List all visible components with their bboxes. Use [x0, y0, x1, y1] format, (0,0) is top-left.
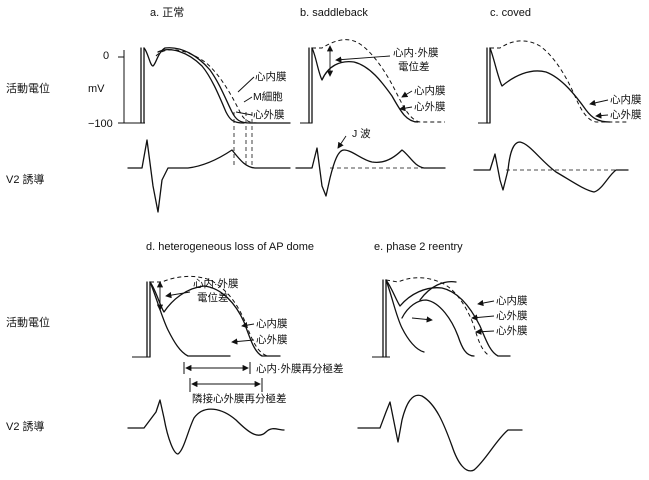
panel-e-reentry-arrow	[411, 316, 433, 323]
row-label-ap-top: 活動電位	[6, 81, 50, 95]
row-label-ap-bottom: 活動電位	[6, 315, 50, 329]
panel-d-endo-leader	[241, 322, 255, 329]
panel-b-endo-leader	[401, 90, 413, 98]
panel-d-repol-label: 心内·外膜再分極差	[256, 362, 344, 375]
panel-b-epi-leader	[399, 105, 413, 112]
panel-d-ecg-trace	[127, 399, 285, 455]
panel-a-endo-label: 心内膜	[255, 70, 287, 83]
panel-b-endo-label: 心内膜	[414, 84, 446, 97]
panel-b-jwave-label: J 波	[352, 127, 371, 140]
panel-d-endo-label: 心内膜	[256, 317, 288, 330]
panel-e-reentry-trace	[401, 299, 475, 357]
panel-b-gradient-leader	[335, 55, 391, 63]
panel-b-title: b. saddleback	[300, 7, 368, 19]
panel-b-gradient-line1: 心内·外膜	[393, 46, 439, 59]
panel-d-epi-leader	[231, 338, 255, 345]
panel-d-upstroke	[146, 281, 151, 358]
panel-a-ecg-trace	[127, 139, 291, 213]
panel-d-adjacent-ticks	[189, 378, 263, 392]
panel-a-mcell-label: M細胞	[253, 90, 283, 103]
panel-d: d. heterogeneous loss of AP dome 心内·外膜 電…	[127, 241, 344, 455]
panel-d-gradient-leader	[165, 291, 191, 299]
panel-e-reentry-hump	[419, 280, 457, 301]
panel-a-epi-trace	[157, 49, 245, 124]
row-label-v2-top: V2 誘導	[6, 172, 45, 186]
panel-a: a. 正常 0 mV −100 心内膜 M細胞 心外膜	[88, 6, 291, 213]
panel-b-ecg-trace	[295, 147, 446, 197]
panel-c-endo-trace	[490, 40, 628, 123]
panel-b-epi-trace	[311, 47, 419, 123]
panel-a-epi-label: 心外膜	[253, 109, 285, 121]
panel-a-axis	[118, 50, 130, 124]
panel-d-adjacent-label: 隣接心外膜再分極差	[192, 392, 287, 405]
panel-e-epi1-leader	[471, 314, 495, 321]
axis-unit-label: mV	[88, 83, 105, 95]
panel-b-jwave-arrow	[337, 135, 347, 149]
panel-d-endo-trace	[150, 275, 269, 357]
panel-d-title: d. heterogeneous loss of AP dome	[146, 241, 314, 253]
panel-a-leaders	[235, 76, 255, 116]
panel-e-epi2-leader	[475, 328, 495, 335]
panel-a-mcell-trace	[155, 49, 259, 124]
panel-a-drop-lines	[233, 112, 253, 168]
panel-d-epi-lost-trace	[149, 281, 231, 357]
panel-c-title: c. coved	[490, 7, 531, 19]
panel-b-epi-label: 心外膜	[414, 101, 446, 113]
panel-e-epi-dome-trace	[385, 279, 511, 357]
panel-c: c. coved 心内膜 心外膜	[473, 7, 642, 193]
panel-e-endo-leader	[477, 299, 495, 307]
panel-e: e. phase 2 reentry 心内膜 心外膜 心外膜	[357, 241, 528, 472]
panel-d-epi-label: 心外膜	[256, 334, 288, 346]
panel-a-upstroke	[140, 47, 145, 124]
panel-e-ecg-trace	[357, 394, 523, 472]
panel-e-epi-lost-trace	[385, 279, 425, 353]
panel-d-repol-ticks	[183, 362, 251, 374]
panel-d-gradient-line2: 電位差	[197, 291, 229, 304]
row-label-v2-bottom: V2 誘導	[6, 419, 45, 433]
panel-a-title: a. 正常	[150, 6, 184, 19]
panel-c-endo-leader	[589, 99, 609, 106]
axis-zero-label: 0	[103, 50, 109, 62]
panel-e-upstroke	[382, 279, 387, 358]
panel-b-gradient-line2: 電位差	[398, 60, 430, 73]
panel-e-endo-label: 心内膜	[496, 294, 528, 307]
panel-c-endo-label: 心内膜	[610, 93, 642, 106]
panel-e-endo-trace	[385, 277, 491, 357]
panel-b-upstroke	[308, 47, 313, 124]
panel-e-epi1-label: 心外膜	[496, 310, 528, 322]
axis-minus100-label: −100	[88, 118, 113, 130]
panel-c-ecg-trace	[473, 141, 629, 193]
panel-e-title: e. phase 2 reentry	[374, 241, 463, 253]
panel-c-epi-leader	[595, 112, 609, 119]
panel-e-epi2-label: 心外膜	[496, 325, 528, 337]
panel-b: b. saddleback 心内·外膜 電位差 心内膜 心外膜 J 波	[295, 7, 446, 197]
panel-d-gradient-line1: 心内·外膜	[193, 277, 239, 290]
panel-c-upstroke	[486, 47, 491, 124]
panel-c-epi-trace	[489, 47, 611, 123]
panel-c-epi-label: 心外膜	[610, 109, 642, 121]
